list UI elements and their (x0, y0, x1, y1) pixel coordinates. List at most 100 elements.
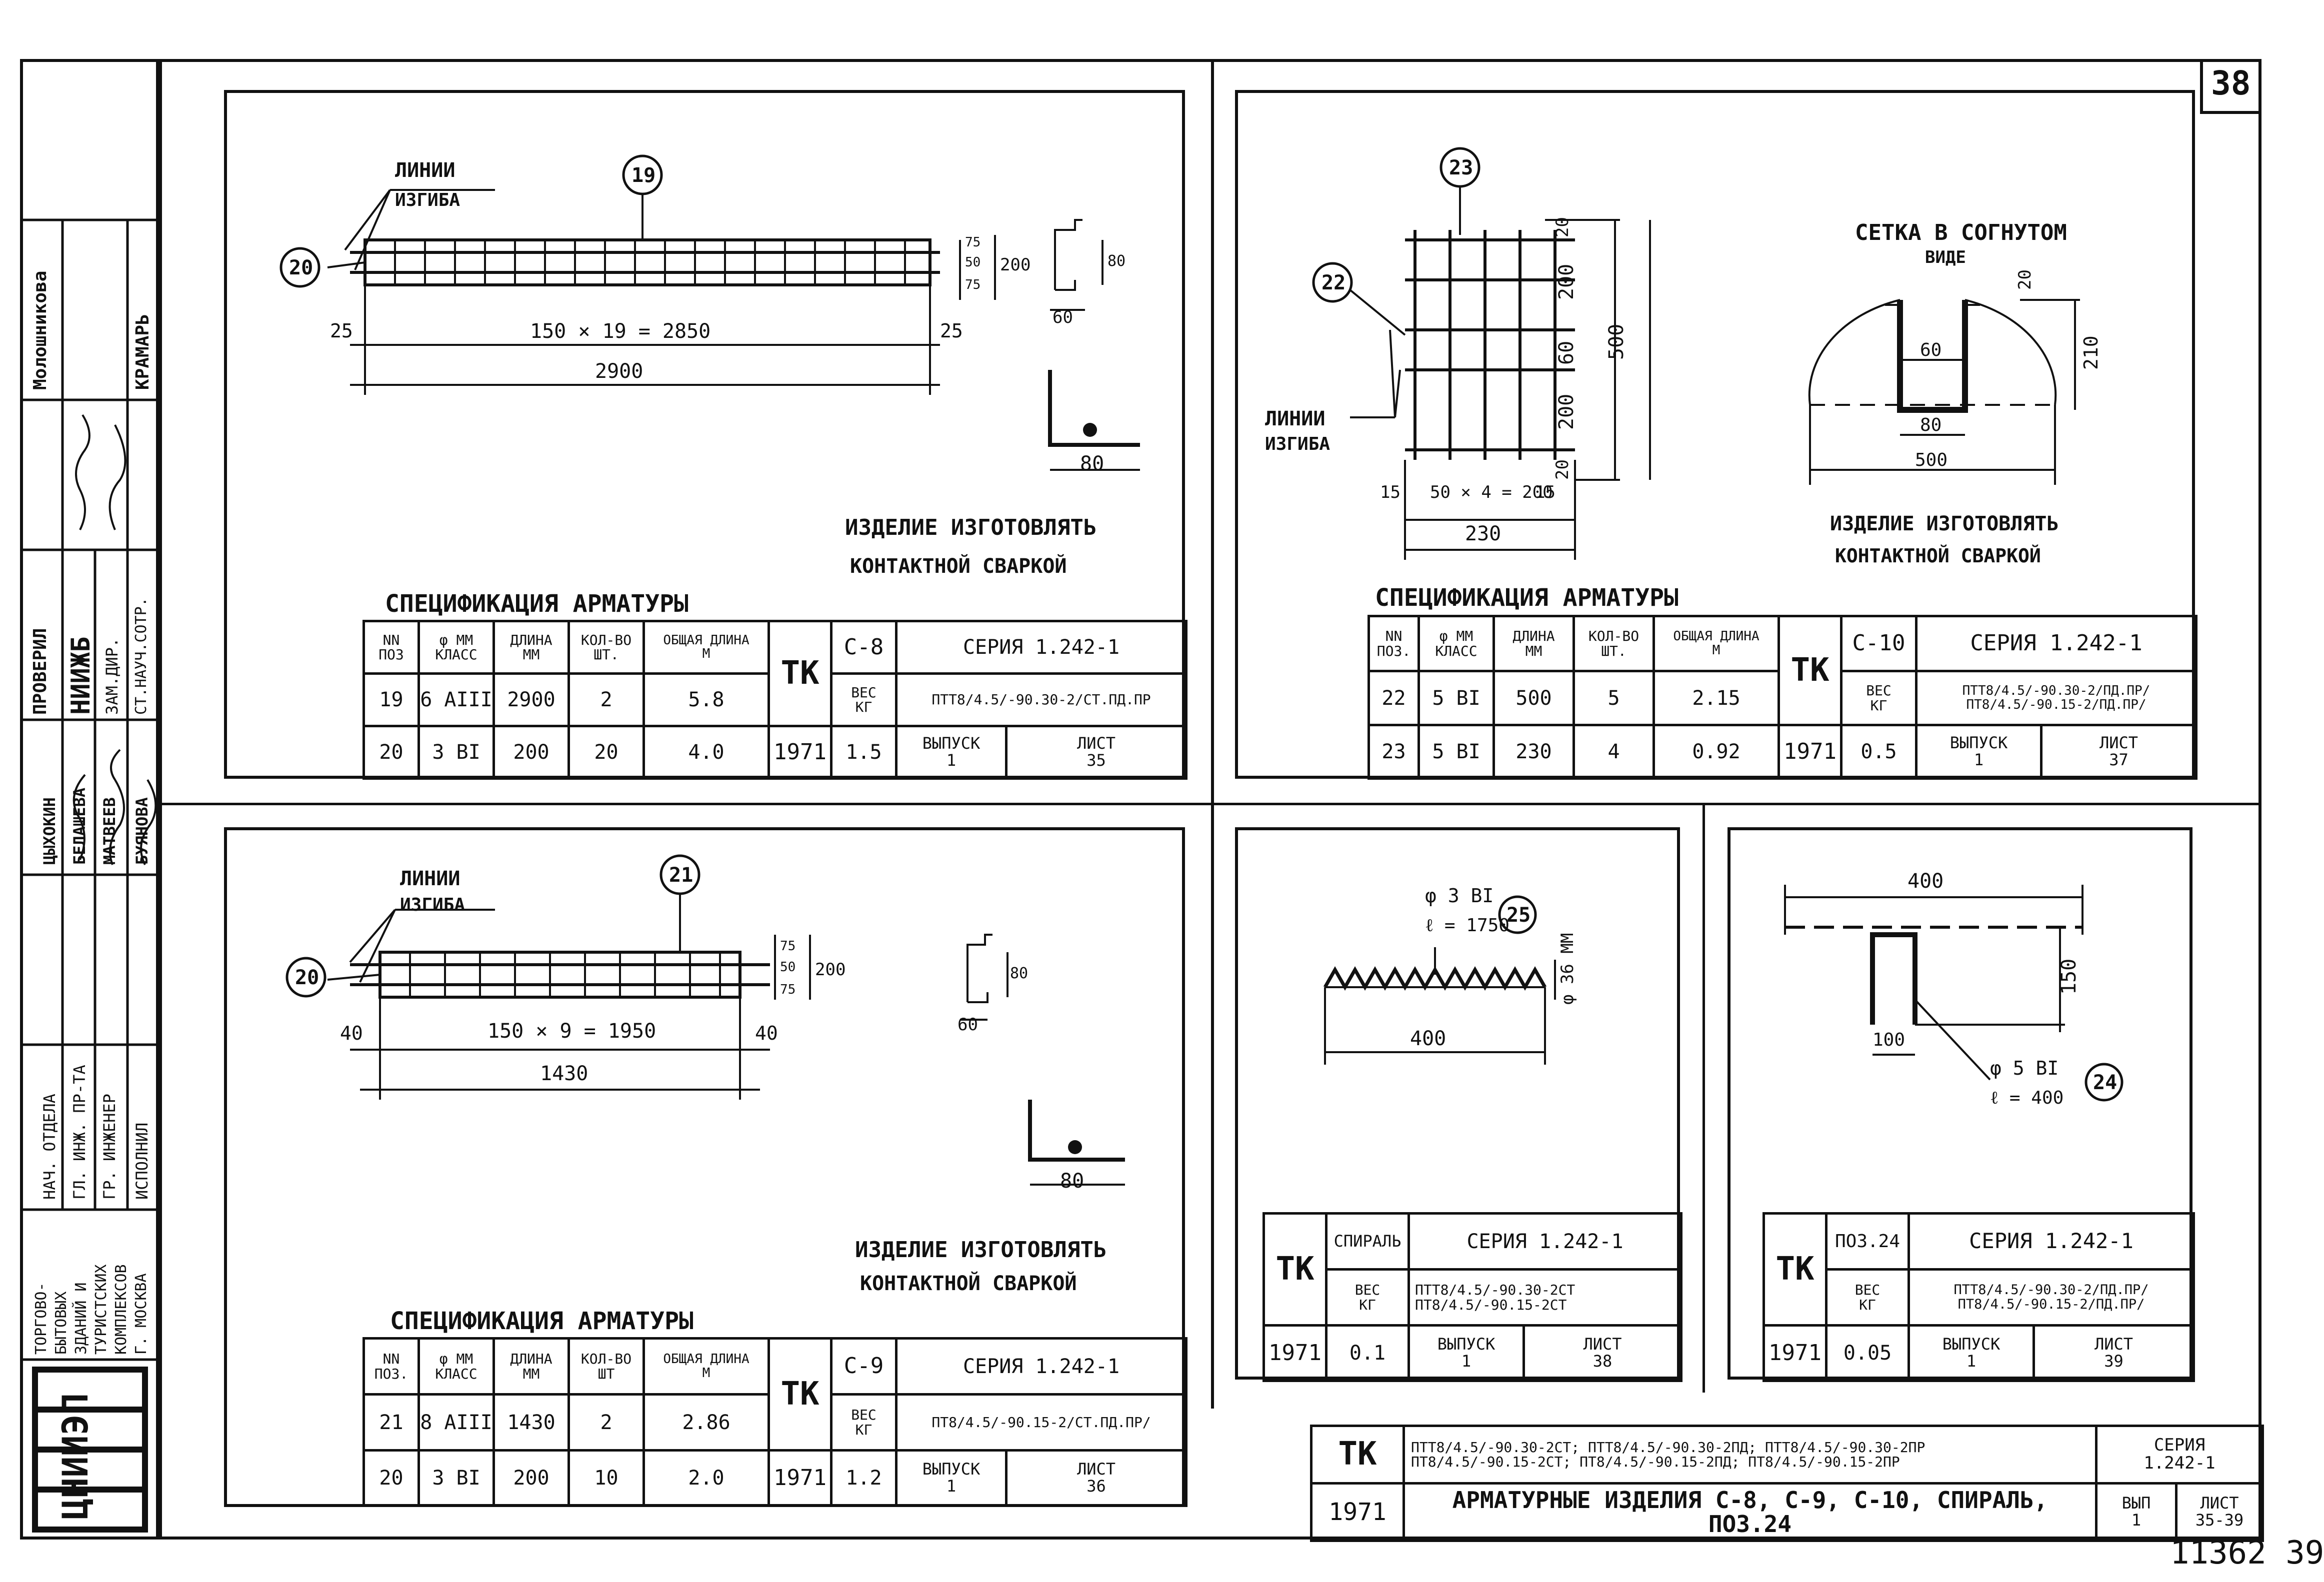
page-number-box (2200, 59, 2262, 114)
c10-bend-label-1: ЛИНИИ (1265, 407, 1326, 430)
table-cell: 22 (1368, 670, 1420, 726)
c8-spec-title: СПЕЦИФИКАЦИЯ АРМАТУРЫ (385, 590, 688, 618)
year-label: 1971 (1762, 1324, 1828, 1382)
products-label: ПТ8/4.5/-90.15-2/СТ.ПД.ПР/ (894, 1393, 1188, 1452)
table-cell: 2900 (492, 672, 570, 727)
c8-dim-total: 2900 (595, 360, 644, 383)
tk-label: ТК (1762, 1212, 1828, 1327)
year-label: 1971 (768, 1449, 832, 1507)
table-cell: 3 ВI (418, 1449, 495, 1507)
table-cell: 2.86 (642, 1393, 770, 1452)
c10-dim-h-3: 15 (1535, 482, 1556, 502)
c10-callout-23: 23 (1449, 156, 1474, 179)
product-code: С-8 (830, 620, 898, 675)
table-row: 20 3 ВI 200 10 2.0 (362, 1449, 770, 1507)
table-row: 20 3 ВI 200 20 4.0 (362, 725, 770, 780)
table-cell: 20 (362, 725, 420, 780)
c8-dim-stack-1: 75 (965, 277, 981, 292)
spiral-callout: 25 (1506, 904, 1531, 927)
c8-dim-angle: 80 (1080, 452, 1104, 475)
table-cell: 5 ВI (1418, 670, 1495, 726)
table-cell: 21 (362, 1393, 420, 1452)
table-row: 23 5 ВI 230 4 0.92 (1368, 724, 1780, 780)
c9-dim-stack-2: 50 (780, 960, 796, 975)
pos24-length: ℓ = 400 (1990, 1088, 2064, 1108)
c10-note-1: ИЗДЕЛИЕ ИЗГОТОВЛЯТЬ (1830, 512, 2059, 535)
vertical-divider-right (1702, 803, 1705, 1393)
tk-label: ТК (768, 1337, 832, 1452)
year-label: 1971 (1262, 1324, 1328, 1382)
pos24-height: 150 (2058, 958, 2080, 995)
main-title-block: ТК ПТТ8/4.5/-90.30-2СТ; ПТТ8/4.5/-90.30-… (1310, 1425, 2264, 1542)
table-cell: 6 АIII (418, 672, 495, 727)
vertical-divider (1211, 59, 1214, 1409)
spiral-width: 400 (1410, 1027, 1446, 1050)
c9-dim-stack-1: 75 (780, 982, 796, 997)
table-cell: 200 (492, 1449, 570, 1507)
table-cell: 2.0 (642, 1449, 770, 1507)
c8-callout-19: 19 (632, 164, 656, 187)
stamp-frame (20, 59, 159, 1540)
table-cell: 23 (1368, 724, 1420, 780)
weight-value: 1.2 (830, 1449, 898, 1507)
product-code: СПИРАЛЬ (1325, 1212, 1410, 1271)
pos24-width: 400 (1908, 870, 1944, 893)
product-code: С-9 (830, 1337, 898, 1396)
table-cell: 230 (1492, 724, 1575, 780)
c10-dim-h-1: 15 (1380, 482, 1400, 502)
table-cell: 2 (568, 672, 645, 727)
year-label: 1971 (1778, 724, 1842, 780)
c8-bend-label-1: ЛИНИИ (395, 159, 456, 182)
c10-callout-22: 22 (1322, 271, 1346, 294)
table-cell: 20 (568, 725, 645, 780)
product-code: С-10 (1840, 615, 1918, 672)
c9-callout-20: 20 (295, 966, 320, 989)
c9-dim-height: 200 (815, 960, 846, 980)
c8-dim-end-right: 25 (940, 320, 963, 342)
series-label: СЕРИЯ 1.242-1 (1907, 1212, 2196, 1271)
c9-dim-hook-w: 60 (958, 1015, 978, 1035)
pos24-callout: 24 (2093, 1071, 2118, 1094)
c8-dim-hook-h: 80 (1108, 252, 1126, 270)
c9-bend-label-1: ЛИНИИ (400, 867, 460, 890)
c9-spec-title: СПЕЦИФИКАЦИЯ АРМАТУРЫ (390, 1307, 694, 1335)
c9-dim-pitch: 150 × 9 = 1950 (488, 1020, 656, 1043)
weight-value: 0.5 (1840, 724, 1918, 780)
weight-value: 0.1 (1325, 1324, 1410, 1382)
table-cell: 8 АIII (418, 1393, 495, 1452)
c9-dim-hook-h: 80 (1010, 965, 1028, 982)
c10-bent-title-2: ВИДЕ (1925, 247, 1966, 267)
table-cell: 5.8 (642, 672, 770, 727)
table-cell: 10 (568, 1449, 645, 1507)
products-label: ПТТ8/4.5/-90.30-2/ПД.ПР/ПТ8/4.5/-90.15-2… (1907, 1268, 2196, 1327)
tk-label: ТК (768, 620, 832, 727)
c10-bent-dim-bottom: 500 (1915, 450, 1948, 470)
c10-bent-dim-inner: 60 (1920, 340, 1942, 360)
